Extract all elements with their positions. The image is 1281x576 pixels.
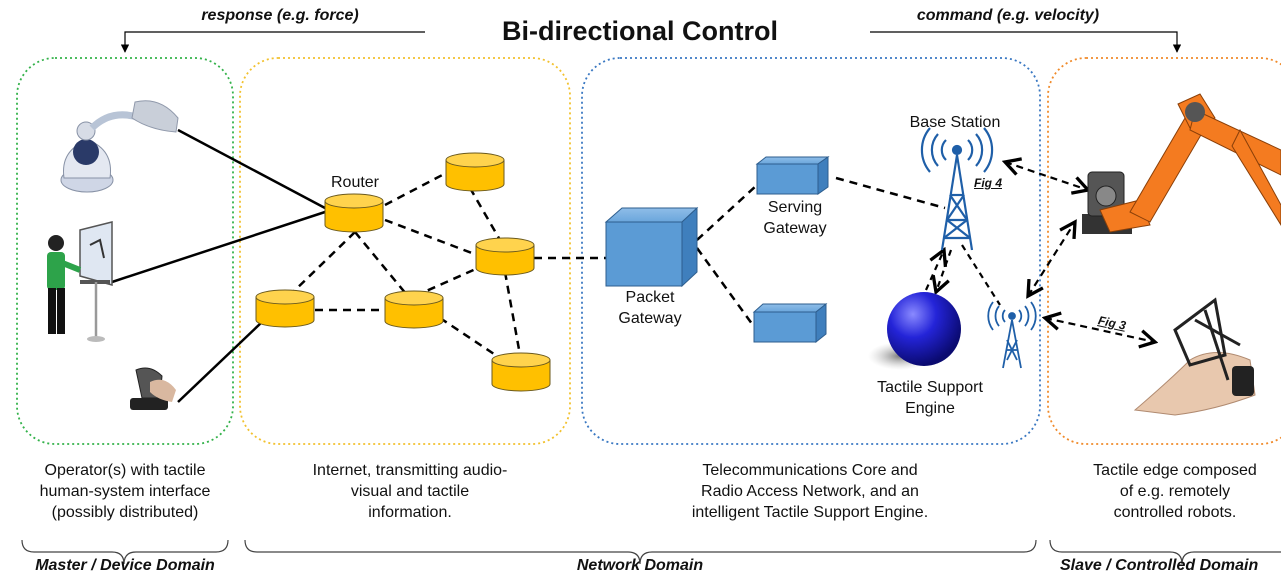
telecom-description-line3: intelligent Tactile Support Engine.: [691, 504, 929, 521]
router-node: [491, 352, 551, 392]
internet-links: [289, 170, 606, 360]
haptic-device-icon: [60, 100, 179, 193]
edge-description-line1: Tactile edge composed: [1093, 462, 1257, 479]
serving-gateway-label-line2: Gateway: [763, 220, 827, 237]
exoskeleton-hand-icon: [1133, 297, 1256, 416]
internet-description-line2: visual and tactile: [350, 483, 470, 500]
router-node: [384, 290, 444, 329]
slave-brace: [1049, 539, 1281, 565]
response-arrow-label: response (e.g. force): [201, 7, 359, 24]
tactile-engine-label-line2: Engine: [905, 400, 955, 417]
industrial-robot-icon: [1082, 93, 1281, 234]
packet-gateway-label-line1: Packet: [625, 289, 675, 306]
master-domain-label: Master / Device Domain: [35, 557, 215, 574]
operator-workstation-icon: [47, 221, 113, 342]
base-station-label: Base Station: [909, 114, 1001, 131]
edge-description-line3: controlled robots.: [1113, 504, 1237, 521]
joystick-device-icon: [130, 367, 176, 410]
small-tower-icon: [987, 301, 1037, 369]
operator-links: [111, 128, 326, 403]
base-station-tower-icon: [920, 127, 994, 251]
router-label: Router: [330, 174, 380, 191]
radio-links: [1005, 162, 1155, 342]
response-arrow: [120, 31, 425, 53]
network-links: [695, 176, 946, 329]
edge-description-line2: of e.g. remotely: [1119, 483, 1231, 500]
router-main: [324, 193, 384, 233]
command-arrow: [870, 31, 1182, 53]
serving-gateway-label-line1: Serving: [767, 199, 823, 216]
master-description-line1: Operator(s) with tactile: [44, 462, 206, 479]
serving-gateway-box: [755, 156, 830, 195]
tactile-engine-sphere: [887, 292, 961, 366]
engine-links: [924, 244, 1001, 306]
slave-domain-label: Slave / Controlled Domain: [1060, 557, 1259, 574]
telecom-description-line1: Telecommunications Core and: [702, 462, 918, 479]
tactile-engine-label-line1: Tactile Support: [877, 379, 983, 396]
network-domain-label: Network Domain: [576, 557, 704, 574]
router-node: [255, 289, 315, 328]
master-description-line3: (possibly distributed): [51, 504, 199, 521]
gateway-box: [752, 302, 828, 344]
master-domain-box: [16, 57, 234, 445]
master-description-line2: human-system interface: [39, 483, 211, 500]
internet-description-line1: Internet, transmitting audio-: [312, 462, 508, 479]
packet-gateway-cube: [604, 206, 699, 288]
router-node: [475, 237, 535, 276]
router-node: [445, 152, 505, 192]
telecom-description-line2: Radio Access Network, and an: [701, 483, 919, 500]
fig4-reference: Fig 4: [973, 176, 1002, 190]
master-brace: [21, 539, 229, 565]
diagram-title: Bi-directional Control: [502, 16, 778, 46]
internet-description-line3: information.: [368, 504, 452, 521]
internet-domain-box: [239, 57, 571, 445]
command-arrow-label: command (e.g. velocity): [916, 7, 1100, 24]
network-brace: [244, 539, 1037, 565]
packet-gateway-label-line2: Gateway: [618, 310, 682, 327]
